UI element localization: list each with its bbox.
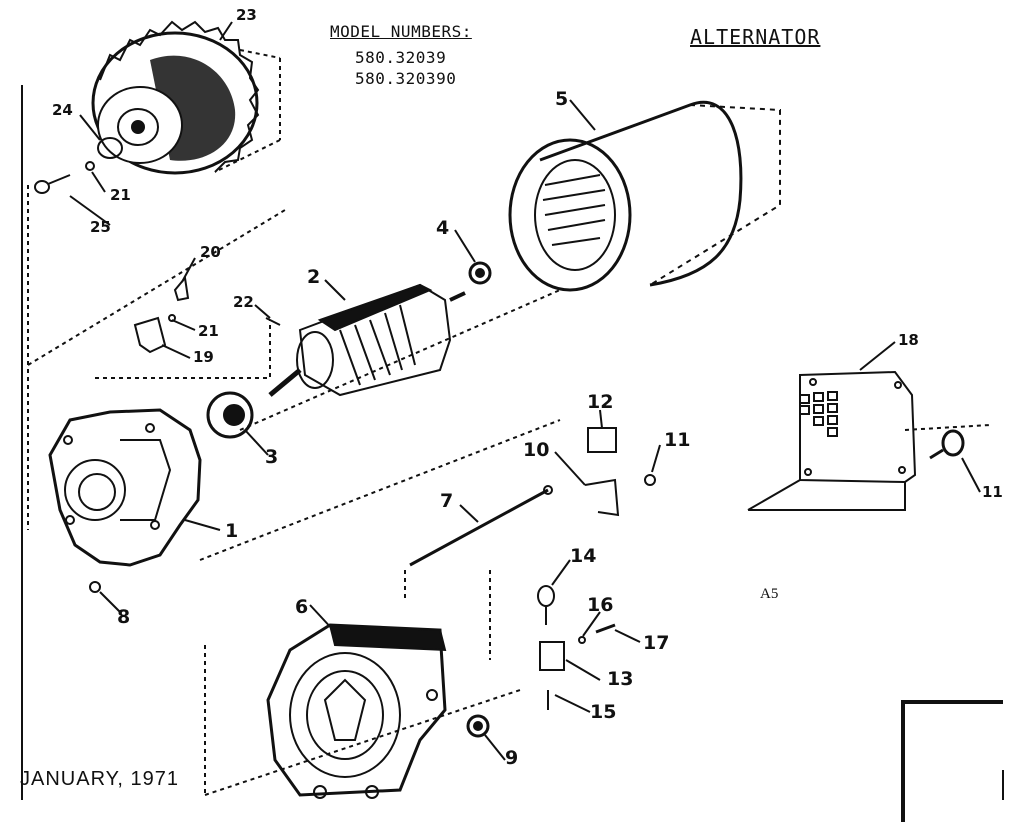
model-number-1: 580.32039 bbox=[355, 48, 447, 67]
sheet-code: A5 bbox=[760, 586, 779, 602]
part-21-nut bbox=[85, 161, 95, 171]
callout-22: 22 bbox=[233, 293, 254, 311]
callout-8: 8 bbox=[117, 606, 131, 628]
callout-6: 6 bbox=[295, 596, 309, 618]
callout-21b: 21 bbox=[198, 322, 219, 340]
callout-15: 15 bbox=[590, 701, 617, 723]
part-23-rotor-fan bbox=[91, 20, 281, 175]
part-16-washer bbox=[578, 636, 586, 644]
part-11-bushing bbox=[941, 429, 965, 457]
callout-9: 9 bbox=[505, 747, 519, 769]
part-9-nut bbox=[466, 714, 490, 738]
part-13-rectifier bbox=[539, 641, 565, 671]
part-7-bolt bbox=[409, 488, 549, 567]
callout-14: 14 bbox=[570, 545, 597, 567]
diagram-title: ALTERNATOR bbox=[690, 25, 821, 49]
model-number-2: 580.320390 bbox=[355, 69, 457, 88]
part-11-screw bbox=[644, 474, 656, 486]
callout-5: 5 bbox=[555, 88, 569, 110]
callout-4: 4 bbox=[436, 217, 450, 239]
callout-17: 17 bbox=[643, 632, 670, 654]
callout-3: 3 bbox=[265, 446, 279, 468]
callout-25: 25 bbox=[90, 218, 111, 236]
callout-23: 23 bbox=[236, 6, 257, 24]
callout-19: 19 bbox=[193, 348, 214, 366]
part-4-bearing bbox=[468, 261, 492, 285]
part-25-screw bbox=[34, 180, 50, 194]
part-3-bearing bbox=[206, 391, 254, 439]
part-20-brush bbox=[173, 275, 190, 302]
part-17-screw bbox=[595, 623, 616, 634]
part-10-holder bbox=[584, 478, 620, 517]
callout-11: 11 bbox=[664, 429, 691, 451]
callout-13: 13 bbox=[607, 668, 634, 690]
part-19-bracket bbox=[133, 316, 167, 354]
callout-2: 2 bbox=[307, 266, 321, 288]
callout-18: 18 bbox=[898, 331, 919, 349]
part-2-armature bbox=[268, 283, 466, 397]
callout-16: 16 bbox=[587, 594, 614, 616]
part-12-brush-block bbox=[587, 427, 617, 453]
part-1-end-bell bbox=[48, 408, 202, 567]
part-14-terminal bbox=[537, 585, 555, 607]
part-18-control-panel bbox=[747, 370, 917, 511]
callout-1: 1 bbox=[225, 520, 239, 542]
date-label: JANUARY, 1971 bbox=[20, 768, 180, 790]
callout-11b: 11 bbox=[982, 483, 1003, 501]
model-numbers-label: MODEL NUMBERS: bbox=[330, 22, 472, 41]
part-22-pin bbox=[265, 317, 281, 326]
callout-10: 10 bbox=[523, 439, 550, 461]
part-6-housing bbox=[266, 623, 447, 799]
callout-24: 24 bbox=[52, 101, 73, 119]
callout-7: 7 bbox=[440, 490, 454, 512]
callout-12: 12 bbox=[587, 391, 614, 413]
callout-20: 20 bbox=[200, 243, 221, 261]
callout-21: 21 bbox=[110, 186, 131, 204]
part-5-stator bbox=[508, 100, 781, 292]
part-8-nut bbox=[89, 581, 101, 593]
